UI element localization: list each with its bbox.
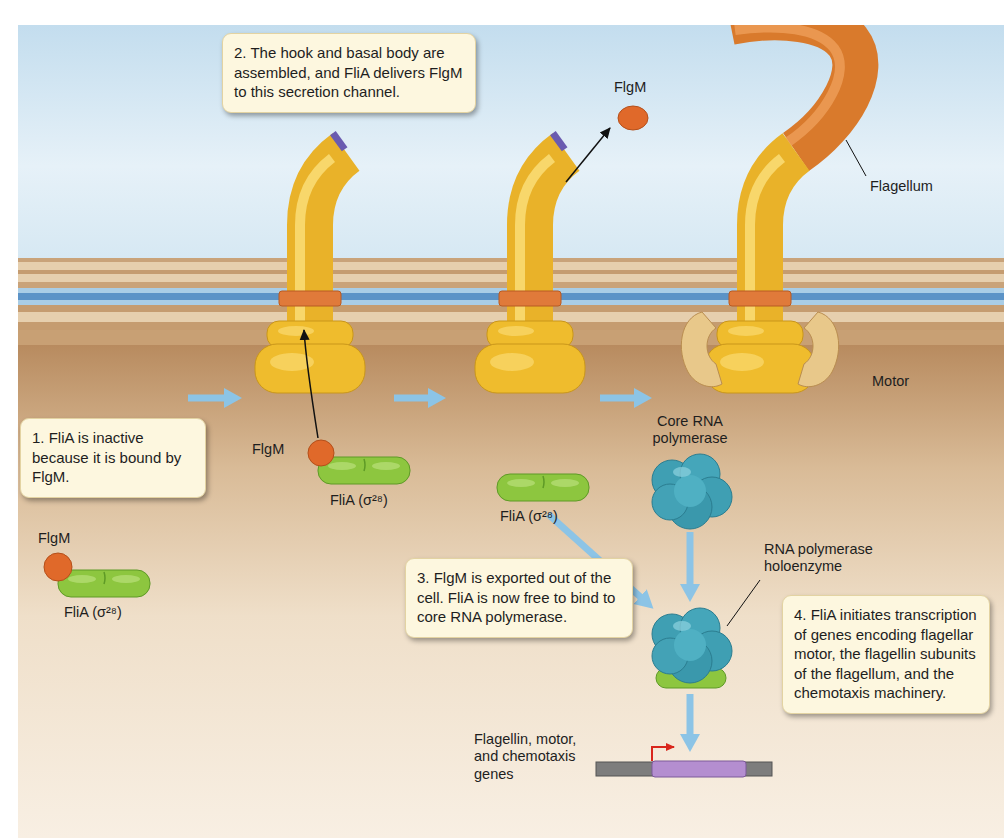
step-callout: 4. FliA initiates transcription of genes… [782, 595, 990, 714]
part-label: RNA polymerase holoenzyme [764, 541, 914, 576]
part-label: Flagellin, motor, and chemotaxis genes [474, 731, 592, 783]
part-label: FlgM [38, 530, 70, 547]
part-label: FlgM [252, 441, 284, 458]
part-label: FliA (σ²⁸) [500, 508, 558, 525]
part-label: Core RNA polymerase [636, 413, 744, 448]
part-label: Motor [872, 373, 909, 390]
part-label: FliA (σ²⁸) [64, 604, 122, 621]
step-callout: 2. The hook and basal body are assembled… [222, 33, 476, 113]
callout-text: 1. FliA is inactive because it is bound … [32, 428, 194, 487]
callout-text: 3. FlgM is exported out of the cell. Fli… [417, 568, 621, 627]
callout-text: 2. The hook and basal body are assembled… [234, 43, 464, 102]
step-callout: 3. FlgM is exported out of the cell. Fli… [405, 558, 633, 638]
callout-text: 4. FliA initiates transcription of genes… [794, 605, 978, 703]
part-label: FliA (σ²⁸) [330, 492, 388, 509]
part-label: FlgM [614, 79, 646, 96]
part-label: Flagellum [870, 178, 933, 195]
step-callout: 1. FliA is inactive because it is bound … [20, 418, 206, 498]
